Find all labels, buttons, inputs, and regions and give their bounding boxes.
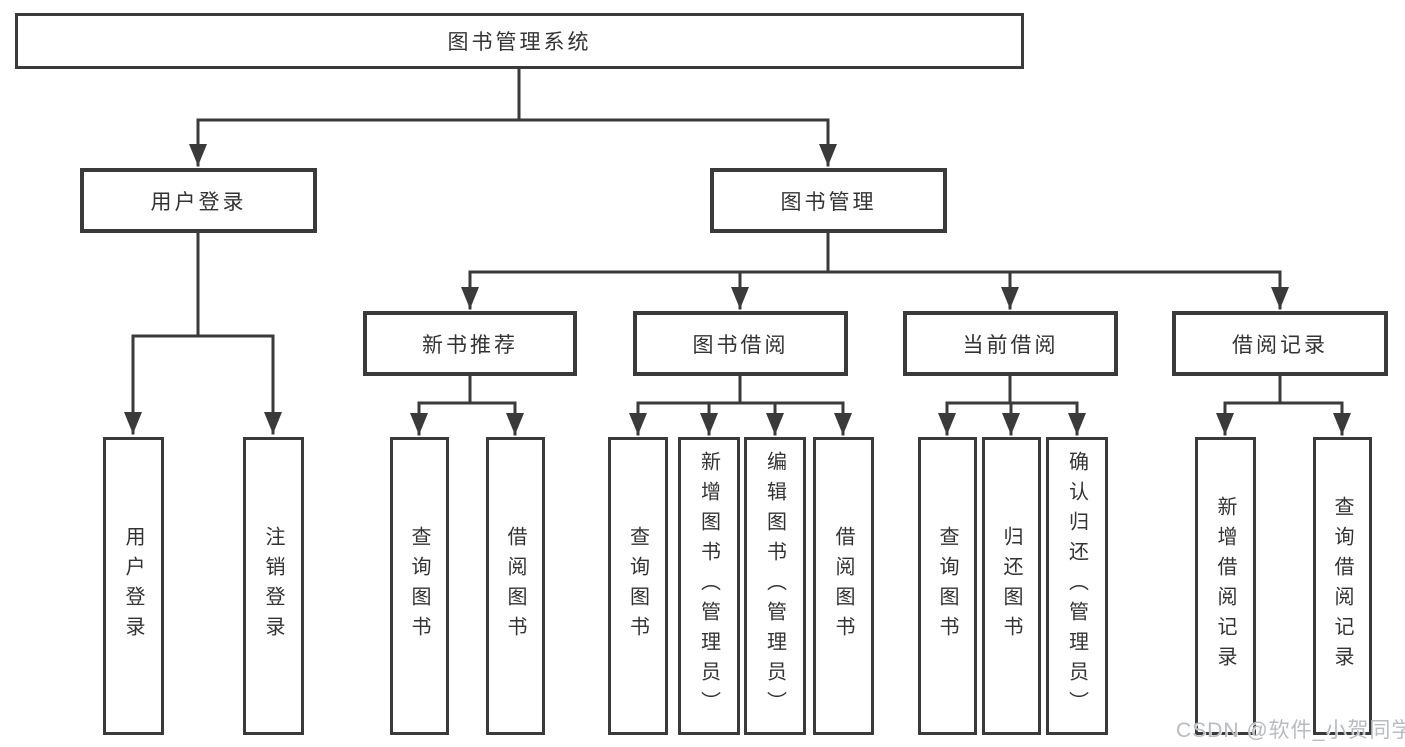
node-system-label: 图书管理系统 (447, 31, 592, 54)
node-leaf-add-record-label: 新增借阅记录 (1214, 496, 1236, 676)
node-leaf-confirm-return-label: 确认归还（管理员） (1065, 451, 1088, 721)
node-borrow-record: 借阅记录 (1172, 311, 1388, 376)
node-book-mgmt: 图书管理 (710, 168, 947, 233)
node-user-login-label: 用户登录 (150, 190, 247, 214)
node-leaf-return-book: 归还图书 (982, 437, 1041, 735)
node-leaf-borrow-book-a: 借阅图书 (486, 437, 545, 735)
node-leaf-borrow-book-a-label: 借阅图书 (504, 526, 526, 646)
node-current-borrow-label: 当前借阅 (962, 333, 1059, 357)
node-leaf-user-login-label: 用户登录 (122, 526, 144, 646)
node-leaf-query-book-b-label: 查询图书 (626, 526, 649, 646)
node-leaf-query-record-label: 查询借阅记录 (1331, 496, 1353, 676)
connector-user-login-to-children (124, 231, 282, 435)
node-leaf-user-login: 用户登录 (103, 437, 164, 735)
node-leaf-query-record: 查询借阅记录 (1313, 437, 1372, 735)
connector-borrow-record-to-children (1216, 374, 1351, 436)
node-leaf-add-book: 新增图书（管理员） (678, 437, 740, 735)
node-leaf-edit-book: 编辑图书（管理员） (744, 437, 806, 735)
node-leaf-query-book-a-label: 查询图书 (408, 526, 430, 646)
node-book-mgmt-label: 图书管理 (780, 190, 877, 214)
node-leaf-edit-book-label: 编辑图书（管理员） (763, 451, 786, 721)
node-leaf-query-book-a: 查询图书 (390, 437, 449, 735)
node-current-borrow: 当前借阅 (903, 311, 1118, 376)
connector-new-book-rec-to-children (410, 374, 524, 436)
node-leaf-logout: 注销登录 (243, 437, 304, 735)
node-user-login: 用户登录 (80, 168, 317, 233)
connector-system-to-level2 (189, 67, 837, 167)
node-book-borrow-label: 图书借阅 (692, 333, 789, 357)
node-system: 图书管理系统 (15, 13, 1024, 69)
node-leaf-add-record: 新增借阅记录 (1195, 437, 1256, 735)
node-new-book-rec-label: 新书推荐 (422, 333, 518, 357)
node-leaf-logout-label: 注销登录 (262, 526, 284, 646)
node-leaf-borrow-book-b-label: 借阅图书 (832, 526, 854, 646)
connector-book-borrow-to-children (629, 374, 852, 436)
node-leaf-add-book-label: 新增图书（管理员） (697, 451, 720, 721)
node-book-borrow: 图书借阅 (633, 311, 848, 376)
node-borrow-record-label: 借阅记录 (1232, 333, 1328, 357)
csdn-watermark: CSDN @软件_小贺同学 (1176, 719, 1405, 742)
node-new-book-rec: 新书推荐 (363, 311, 577, 376)
node-leaf-borrow-book-b: 借阅图书 (813, 437, 874, 735)
node-leaf-return-book-label: 归还图书 (1000, 526, 1022, 646)
connector-book-mgmt-to-level3 (461, 231, 1289, 310)
node-leaf-query-book-c-label: 查询图书 (936, 526, 958, 646)
node-leaf-confirm-return: 确认归还（管理员） (1046, 437, 1108, 735)
node-leaf-query-book-b: 查询图书 (608, 437, 668, 735)
node-leaf-query-book-c: 查询图书 (918, 437, 977, 735)
connector-current-borrow-to-children (938, 374, 1086, 436)
